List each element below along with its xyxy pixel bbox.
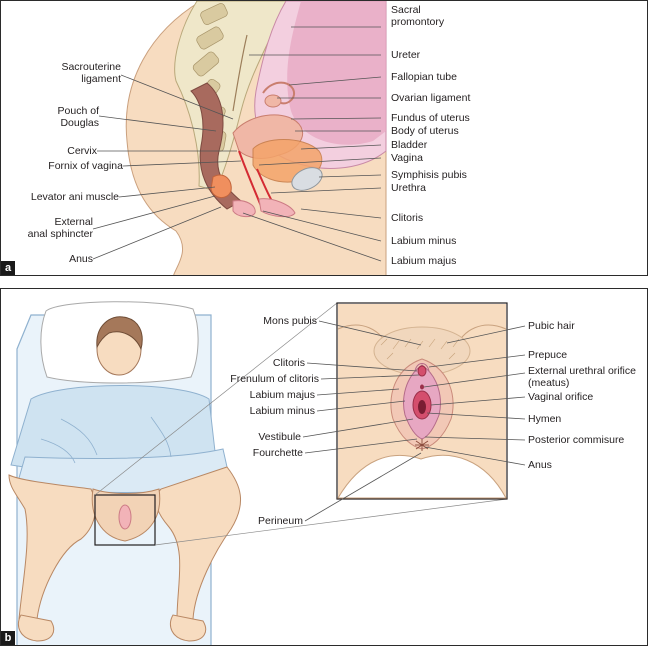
label-mons-pubis: Mons pubis (263, 315, 317, 327)
label-fundus-of-uterus: Fundus of uterus (391, 112, 470, 124)
label-vaginal-orifice: Vaginal orifice (528, 391, 594, 403)
label-perineum: Perineum (258, 515, 303, 527)
label-labium-majus-b: Labium majus (249, 389, 315, 401)
lithotomy-position-illustration (8, 301, 526, 645)
label-symphysis-pubis: Symphisis pubis (391, 169, 467, 181)
label-prepuce: Prepuce (528, 349, 568, 361)
label-vestibule: Vestibule (258, 431, 301, 443)
label-fornix-of-vagina: Fornix of vagina (48, 160, 123, 172)
sagittal-section-illustration (92, 1, 387, 275)
label-labium-majus: Labium majus (391, 255, 457, 267)
label-labium-minus: Labium minus (391, 235, 457, 247)
label-ureter: Ureter (391, 49, 421, 61)
label-vagina: Vagina (391, 152, 423, 164)
label-cervix: Cervix (67, 145, 97, 157)
panel-tag-b: b (1, 631, 15, 645)
label-bladder: Bladder (391, 139, 428, 151)
label-fourchette: Fourchette (252, 447, 303, 459)
label-posterior-commisure: Posterior commisure (528, 434, 625, 446)
label-fallopian-tube: Fallopian tube (391, 71, 457, 83)
label-labium-minus-b: Labium minus (249, 405, 315, 417)
label-frenulum-of-clitoris: Frenulum of clitoris (230, 373, 319, 385)
label-anus: Anus (69, 253, 93, 265)
label-hymen: Hymen (528, 413, 562, 425)
label-clitoris: Clitoris (391, 212, 424, 224)
label-ovarian-ligament: Ovarian ligament (391, 92, 471, 104)
label-external-urethral-orifice: External urethral orifice(meatus) (528, 365, 636, 389)
panel-tag-a: a (1, 261, 15, 275)
label-anus-b: Anus (528, 459, 552, 471)
label-pubic-hair: Pubic hair (528, 320, 575, 332)
label-urethra: Urethra (391, 182, 427, 194)
panel-b-external-genitalia: Mons pubis Clitoris Frenulum of clitoris… (0, 288, 648, 646)
label-body-of-uterus: Body of uterus (391, 125, 459, 137)
label-clitoris-b: Clitoris (272, 357, 305, 369)
label-levator-ani-muscle: Levator ani muscle (30, 191, 119, 203)
